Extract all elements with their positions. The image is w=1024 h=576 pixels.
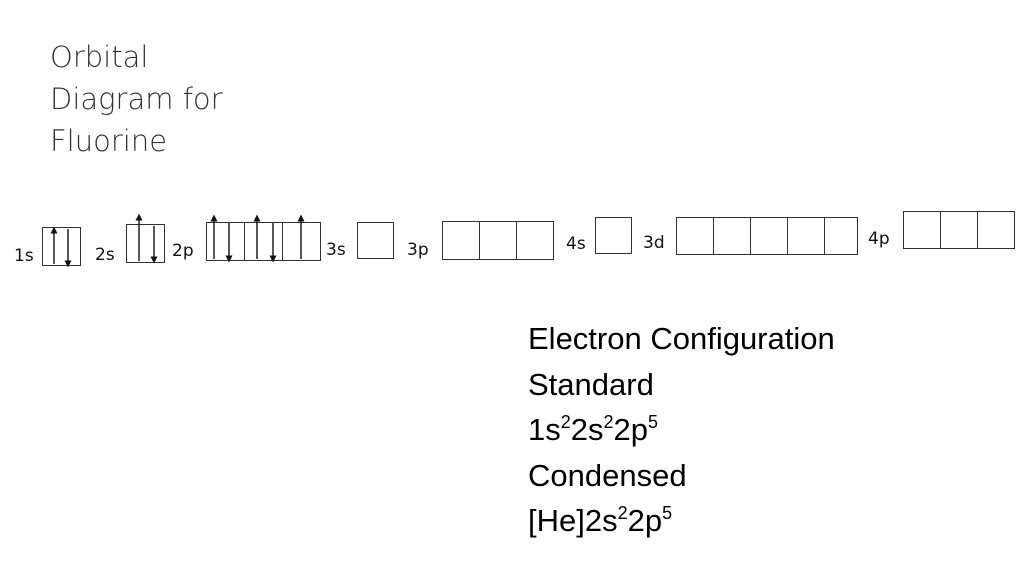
orbital-diagram: 1s 2s 2p 3s 3p 4s 3d 4p xyxy=(14,211,1015,268)
title-line-3: Fluorine xyxy=(50,124,168,158)
orbital-box-3p-3 xyxy=(516,221,554,260)
label-2p: 2p xyxy=(172,241,194,261)
title-line-2: Diagram for xyxy=(50,82,223,116)
slide-title: Orbital Diagram for Fluorine xyxy=(50,36,280,162)
label-3p: 3p xyxy=(407,240,429,260)
label-3d: 3d xyxy=(643,233,665,253)
orbital-box-1s xyxy=(42,227,81,266)
electron-arrows xyxy=(50,213,305,268)
orbital-box-3s xyxy=(357,222,394,259)
label-2s: 2s xyxy=(95,245,115,265)
orbital-box-4p-3 xyxy=(977,211,1015,249)
label-4p: 4p xyxy=(868,229,890,249)
title-line-1: Orbital xyxy=(50,40,149,74)
label-3s: 3s xyxy=(326,240,346,260)
electron-configuration: Electron Configuration Standard 1s22s22p… xyxy=(528,316,978,544)
condensed-label: Condensed xyxy=(528,457,687,493)
orbital-box-4s xyxy=(595,217,632,254)
standard-label: Standard xyxy=(528,366,654,402)
orbital-box-3d-5 xyxy=(824,217,858,255)
config-heading: Electron Configuration xyxy=(528,321,835,356)
orbital-box-2s xyxy=(126,224,165,263)
standard-configuration: 1s22s22p5 xyxy=(528,412,659,447)
label-1s: 1s xyxy=(14,246,34,266)
label-4s: 4s xyxy=(566,234,586,254)
condensed-configuration: [He]2s22p5 xyxy=(528,503,673,538)
